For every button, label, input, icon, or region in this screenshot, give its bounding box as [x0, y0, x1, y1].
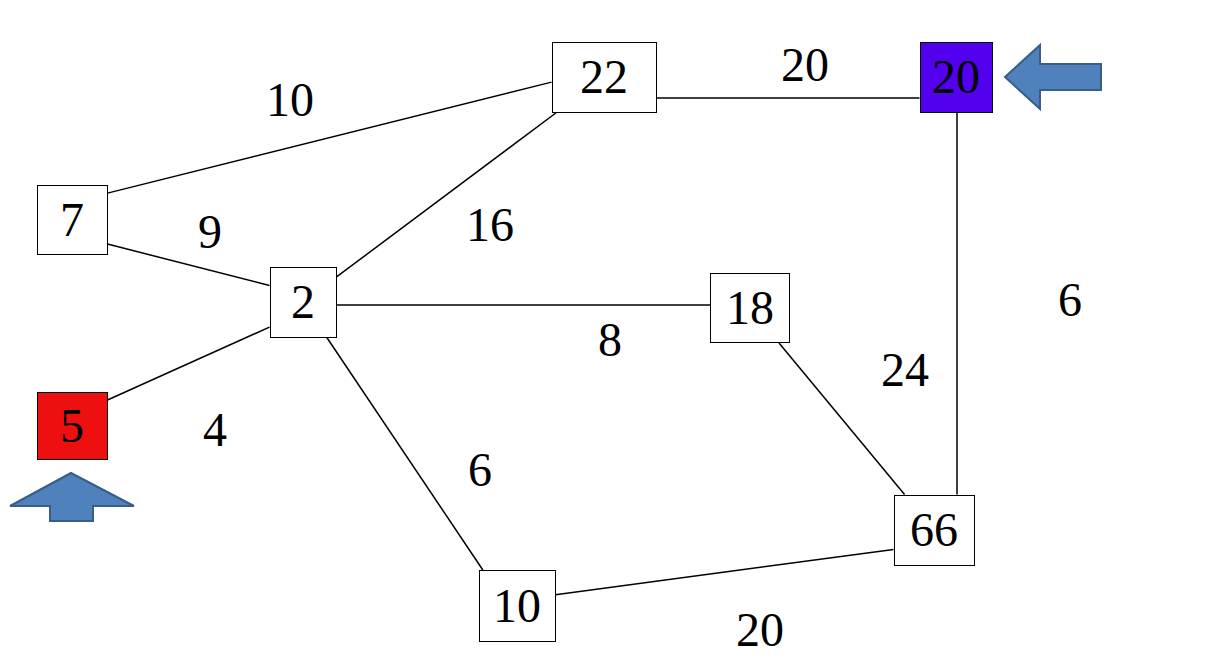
- edge-weight: 10: [266, 76, 314, 124]
- weighted-edge: [956, 113, 958, 495]
- edge-weight: 20: [781, 41, 829, 89]
- node-number: 20: [932, 53, 980, 101]
- weighted-edge: [108, 244, 270, 285]
- weighted-edge: [337, 304, 711, 306]
- node-number: 10: [493, 582, 541, 630]
- number-box: 2: [270, 267, 337, 338]
- edge-weight: 8: [598, 316, 622, 364]
- node-number: 5: [60, 402, 84, 450]
- block-arrow-up: [10, 473, 134, 521]
- edge-weight: 6: [468, 446, 492, 494]
- edge-weight: 24: [881, 346, 929, 394]
- edge-weight: 6: [1058, 276, 1082, 324]
- number-box: 22: [552, 42, 657, 113]
- node-number: 22: [580, 53, 628, 101]
- node-number: 18: [726, 284, 774, 332]
- edge-weight: 20: [736, 606, 784, 654]
- node-number: 7: [60, 196, 84, 244]
- node-number: 2: [291, 278, 315, 326]
- weighted-edge: [657, 97, 920, 99]
- node-number: 66: [910, 506, 958, 554]
- edge-weight: 9: [198, 208, 222, 256]
- number-box: 10: [479, 570, 556, 642]
- weighted-edge: [327, 338, 483, 571]
- weighted-edge: [108, 327, 270, 400]
- number-box: 18: [710, 273, 790, 343]
- block-arrow-left: [1005, 45, 1101, 109]
- number-box: 20: [920, 42, 993, 113]
- number-box: 66: [894, 495, 975, 566]
- edge-weight: 16: [466, 201, 514, 249]
- edge-weight: 4: [203, 406, 227, 454]
- number-box: 7: [37, 185, 108, 255]
- weighted-edge: [108, 82, 552, 193]
- number-box: 5: [37, 392, 108, 460]
- weighted-edge: [556, 549, 894, 594]
- weighted-edge: [337, 113, 557, 277]
